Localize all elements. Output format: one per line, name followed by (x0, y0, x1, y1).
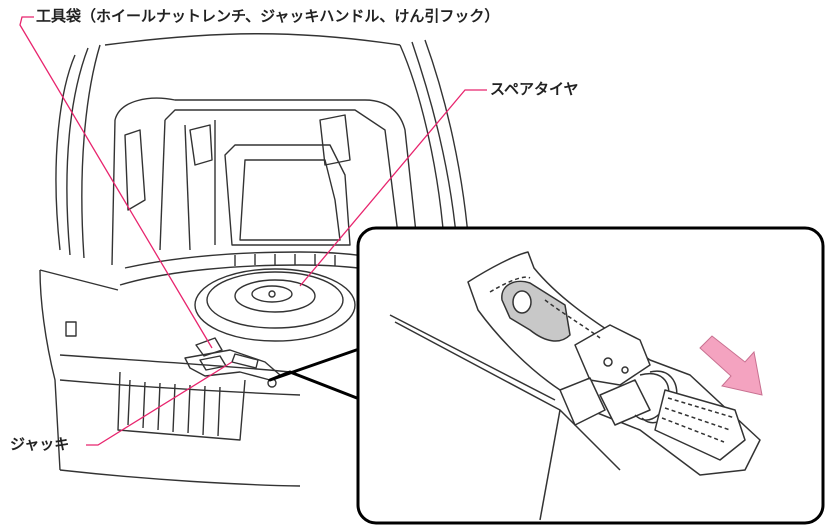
tool-bag-label: 工具袋（ホイールナットレンチ、ジャッキハンドル、けん引フック） (36, 7, 500, 25)
leader-lines (19, 16, 487, 446)
pink-arrow-icon (699, 335, 763, 396)
tool-bag-closeup (389, 251, 761, 521)
jack-label: ジャッキ (10, 435, 70, 453)
tool-bag-leader (19, 16, 213, 349)
jack-leader (86, 361, 233, 446)
spare-tire-label: スペアタイヤ (490, 80, 579, 98)
spare-tire-leader (299, 89, 487, 287)
